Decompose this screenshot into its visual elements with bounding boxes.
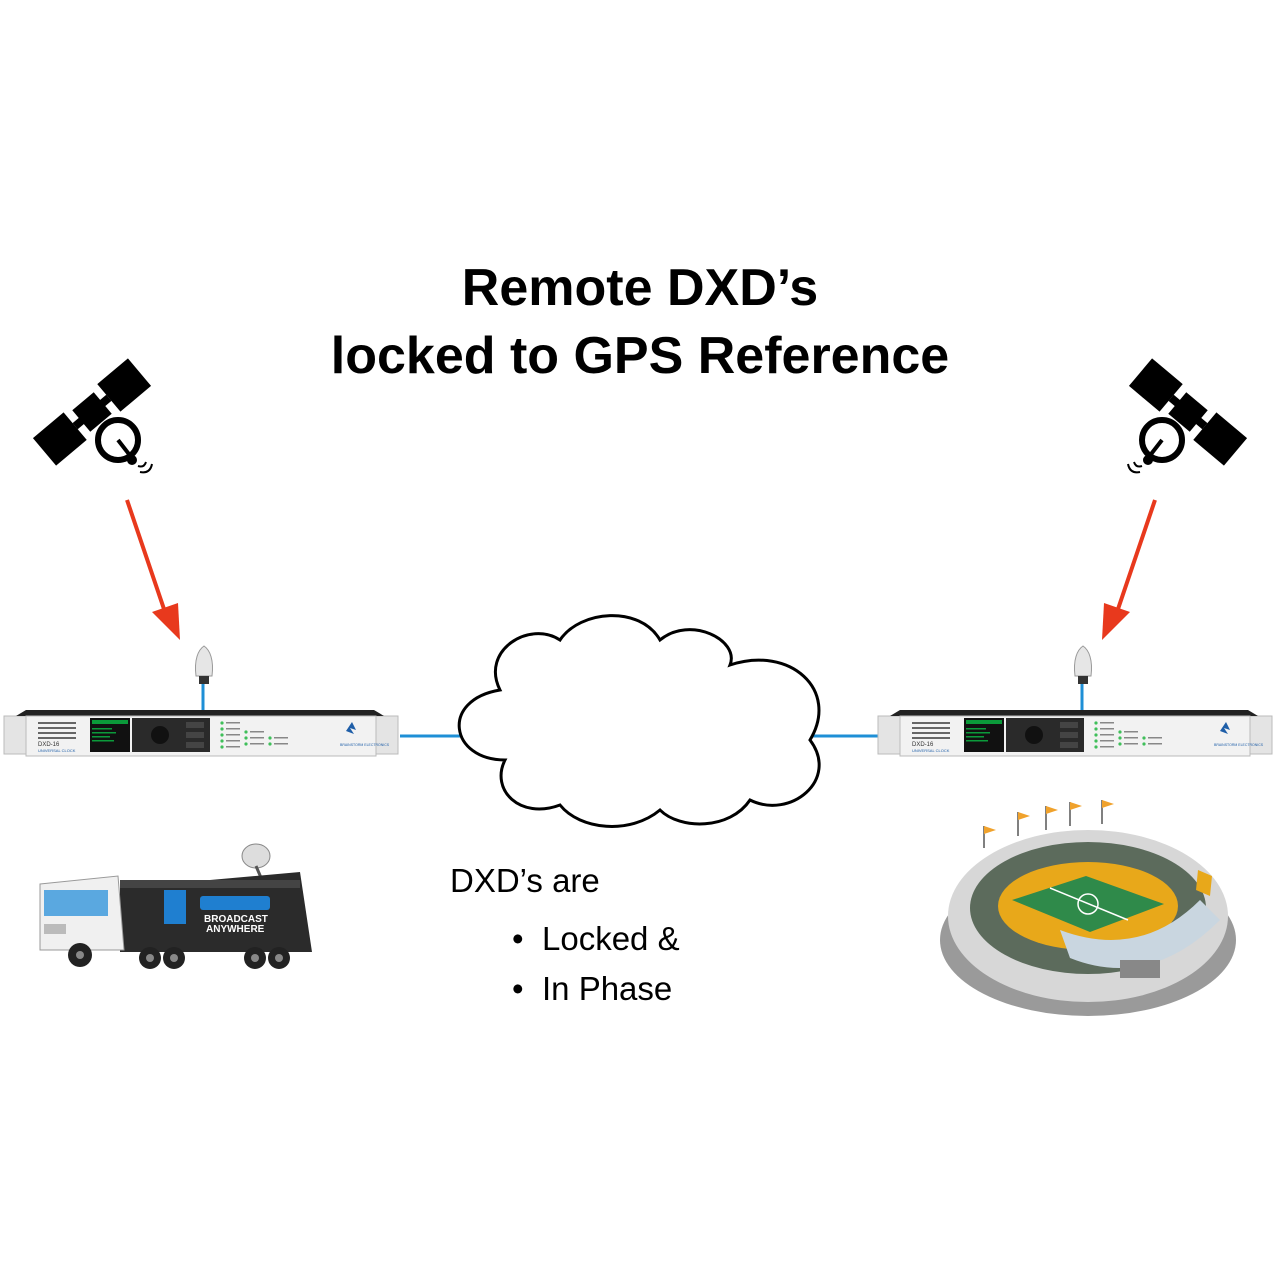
cloud-icon [457, 614, 821, 828]
satellite-icon-left [32, 358, 152, 466]
satellite-dish-left [95, 417, 153, 474]
status-bullet-locked: • Locked & [512, 920, 680, 958]
title-line-1: Remote DXD’s [461, 259, 819, 317]
device-model-right: DXD-16 [912, 742, 934, 748]
dxd-device-right: DXD-16 UNIVERSAL CLOCK BRAINSTORM ELECTR… [877, 710, 1273, 757]
satellite-icon-right [1128, 358, 1248, 466]
status-bullet-text: Locked & [542, 920, 680, 957]
ob-truck-icon: BROADCAST ANYWHERE [39, 843, 312, 969]
gps-arrow-left [125, 499, 180, 640]
device-subtitle-left: UNIVERSAL CLOCK [38, 748, 76, 753]
title-line-2: locked to GPS Reference [330, 327, 950, 385]
device-model-left: DXD-16 [38, 742, 60, 748]
status-bullet-phase: • In Phase [512, 970, 672, 1008]
status-intro: DXD’s are [450, 862, 600, 899]
device-subtitle-right: UNIVERSAL CLOCK [912, 748, 950, 753]
bullet-dot: • [512, 920, 524, 957]
status-bullet-text: In Phase [542, 970, 673, 1007]
truck-signage-line2: ANYWHERE [206, 924, 265, 935]
bullet-dot: • [512, 970, 524, 1007]
device-brand-right: BRAINSTORM ELECTRONICS [1214, 743, 1264, 747]
dxd-device-left: DXD-16 UNIVERSAL CLOCK BRAINSTORM ELECTR… [3, 710, 399, 757]
truck-signage-line1: BROADCAST [204, 914, 268, 925]
gps-antenna-icon-left [195, 645, 213, 710]
satellite-dish-right [1127, 417, 1185, 474]
gps-antenna-icon-right [1074, 645, 1092, 710]
gps-arrow-right [1102, 499, 1157, 640]
stadium-icon [940, 800, 1236, 1016]
device-brand-left: BRAINSTORM ELECTRONICS [340, 743, 390, 747]
